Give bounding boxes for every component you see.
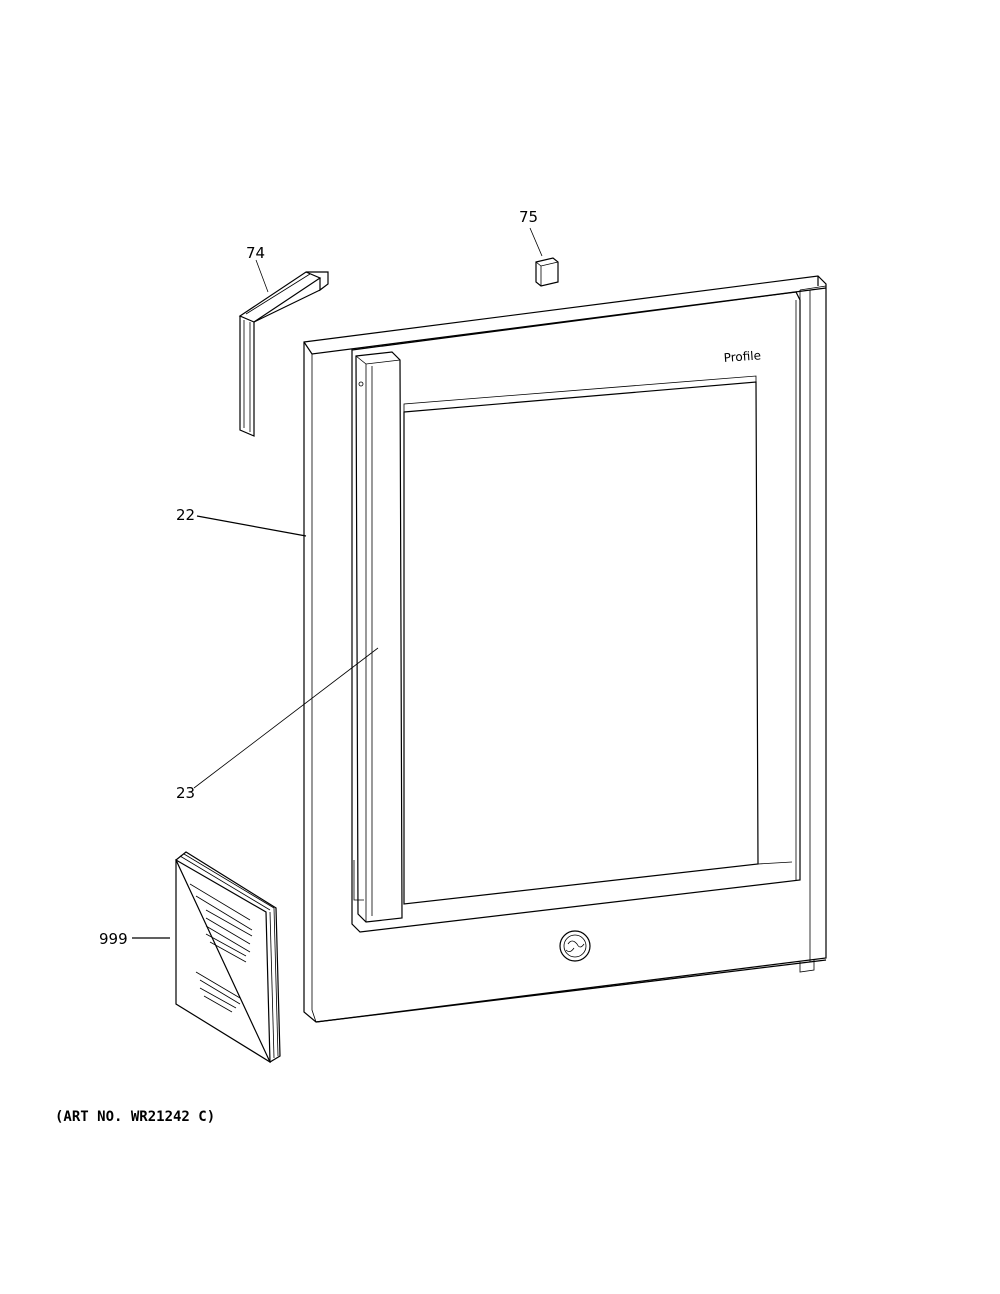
- door-assembly: Profile: [303, 275, 827, 1023]
- callout-999: 999: [99, 930, 128, 948]
- leader-75: [529, 227, 543, 257]
- leader-74: [255, 259, 269, 293]
- leader-22: [196, 515, 307, 537]
- callout-23: 23: [176, 784, 195, 802]
- art-number: (ART NO. WR21242 C): [55, 1109, 215, 1125]
- leader-23: [193, 647, 379, 789]
- brand-text: Profile: [723, 348, 761, 365]
- door-handle[interactable]: [353, 351, 403, 923]
- ge-logo-icon: [559, 930, 591, 962]
- manual-booklet-icon: [175, 851, 281, 1064]
- plug-cap-icon: [535, 257, 559, 287]
- gasket-corner-icon: [238, 271, 329, 437]
- callout-74: 74: [246, 244, 265, 262]
- callout-75: 75: [519, 208, 538, 226]
- callout-22: 22: [176, 506, 195, 524]
